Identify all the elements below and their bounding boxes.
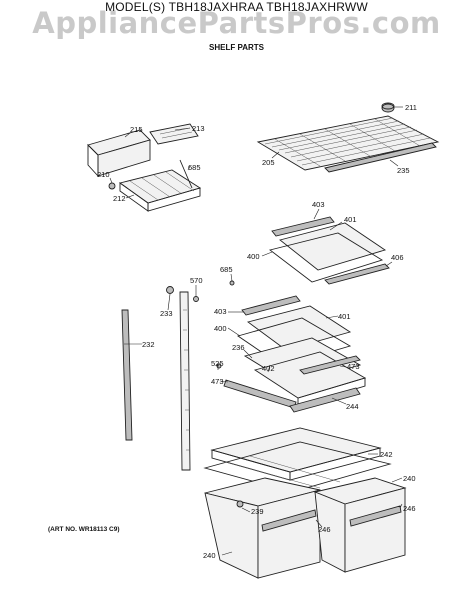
callout-210: 210 bbox=[97, 170, 110, 179]
callout-246-left: 246 bbox=[318, 525, 331, 534]
callout-233: 233 bbox=[160, 309, 173, 318]
drawer-handle-246-right bbox=[349, 505, 402, 527]
pan-side-402 bbox=[297, 377, 366, 407]
shelf-trim-403-lower bbox=[241, 295, 301, 316]
callout-212: 212 bbox=[113, 194, 126, 203]
callout-685-upper: 685 bbox=[188, 163, 201, 172]
section-title: SHELF PARTS bbox=[209, 43, 264, 52]
screw-685-lower bbox=[229, 280, 235, 286]
callout-236: 236 bbox=[232, 343, 245, 352]
rail-473-right bbox=[299, 355, 361, 375]
callout-244: 244 bbox=[346, 402, 359, 411]
shelf-support-ladder-232 bbox=[121, 309, 133, 441]
wire-shelf-205 bbox=[256, 115, 440, 171]
callout-685-lower: 685 bbox=[220, 265, 233, 274]
shelf-trim-403-upper bbox=[271, 216, 335, 237]
drawer-handle-246-left bbox=[261, 509, 317, 532]
callout-240-upper: 240 bbox=[403, 474, 416, 483]
callout-240-lower: 240 bbox=[203, 551, 216, 560]
ladder-holes bbox=[183, 309, 190, 451]
bin-cover-213 bbox=[149, 123, 199, 145]
callout-406: 406 bbox=[391, 253, 404, 262]
callout-215: 215 bbox=[130, 125, 143, 134]
shelf-stop-211 bbox=[381, 102, 395, 113]
callout-211: 211 bbox=[405, 103, 417, 112]
bin-tray-215 bbox=[87, 129, 151, 178]
bracket-239 bbox=[236, 500, 244, 508]
clip-233 bbox=[166, 286, 174, 294]
callout-239: 239 bbox=[251, 507, 264, 516]
shelf-support-ladder-233 bbox=[179, 291, 191, 471]
watermark-text: AppliancePartsPros.com bbox=[32, 6, 441, 40]
crisper-cover-242 bbox=[210, 427, 382, 481]
callout-401-upper: 401 bbox=[344, 215, 357, 224]
callout-570: 570 bbox=[190, 276, 203, 285]
callout-400-lower: 400 bbox=[214, 324, 227, 333]
callout-473-left: 473 bbox=[211, 377, 224, 386]
shelf-front-rail-235 bbox=[324, 142, 437, 173]
frame-244 bbox=[289, 387, 361, 413]
callout-525: 525 bbox=[211, 359, 224, 368]
shelf-rail-406 bbox=[324, 263, 390, 285]
callout-401-lower: 401 bbox=[338, 312, 351, 321]
callout-246-right: 246 bbox=[403, 504, 416, 513]
callout-205: 205 bbox=[262, 158, 275, 167]
glass-shelf-401-lower bbox=[246, 305, 352, 351]
callout-232: 232 bbox=[142, 340, 155, 349]
model-title: MODEL(S) TBH18JAXHRAA TBH18JAXHRWW bbox=[105, 0, 368, 14]
bracket-685-upper bbox=[179, 159, 193, 189]
callout-235: 235 bbox=[397, 166, 410, 175]
wire-basket-212 bbox=[118, 169, 202, 212]
callout-403-lower: 403 bbox=[214, 307, 227, 316]
button-210 bbox=[108, 182, 116, 190]
callout-473-right: 473 bbox=[347, 362, 360, 371]
screw-570 bbox=[193, 296, 199, 302]
crisper-drawer-left-240 bbox=[204, 477, 321, 579]
art-number: (ART NO. WR18113 C9) bbox=[48, 526, 120, 533]
callout-400-upper: 400 bbox=[247, 252, 260, 261]
callout-402: 402 bbox=[262, 364, 275, 373]
callout-242: 242 bbox=[380, 450, 393, 459]
callout-403-upper: 403 bbox=[312, 200, 325, 209]
glass-shelf-401-upper bbox=[279, 222, 387, 271]
leader-lines bbox=[109, 106, 403, 556]
callout-213: 213 bbox=[192, 124, 205, 133]
shelf-frame-400-upper bbox=[268, 232, 384, 283]
